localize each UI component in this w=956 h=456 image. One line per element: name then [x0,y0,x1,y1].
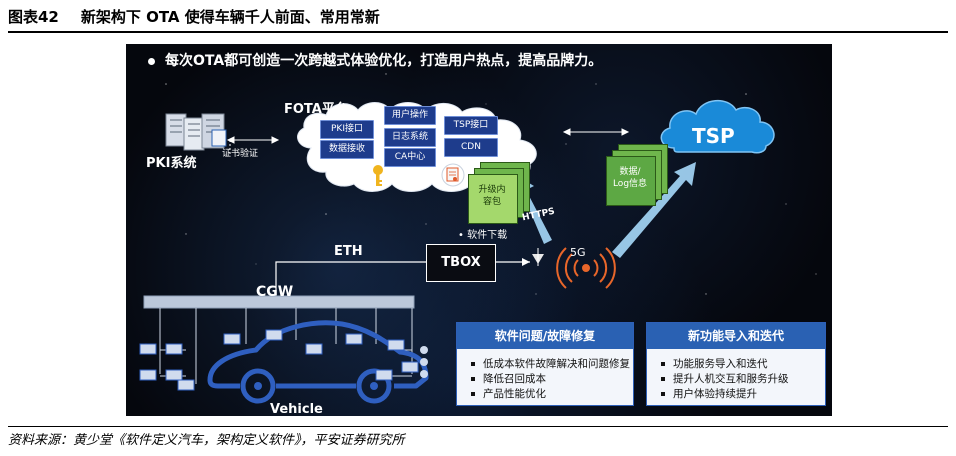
diagram-headline: 每次OTA都可创造一次跨越式体验优化，打造用户热点，提高品牌力。 [148,50,602,70]
new-feature-list: 功能服务导入和迭代 提升人机交互和服务升级 用户体验持续提升 [647,349,825,402]
bullet-icon [148,57,155,65]
module-log-system: 日志系统 [384,128,436,147]
software-fix-title: 软件问题/故障修复 [457,323,633,349]
figure-title: 图表42 新架构下 OTA 使得车辆千人前面、常用常新 [8,6,380,27]
5g-label: 5G [570,246,586,259]
software-download-label: • 软件下载 [458,230,508,241]
module-cdn: CDN [444,138,498,157]
figure-number: 图表42 [8,8,59,26]
tsp-label: TSP [692,124,735,148]
eth-label: ETH [334,244,363,259]
title-rule [8,31,948,33]
fota-tsp-link [562,128,630,136]
software-fix-box: 软件问题/故障修复 低成本软件故障解决和问题修复 降低召回成本 产品性能优化 [456,322,634,406]
software-fix-list: 低成本软件故障解决和问题修复 降低召回成本 产品性能优化 [457,349,633,402]
pki-system-label: PKI系统 [146,156,197,171]
module-data-receive: 数据接收 [320,140,374,159]
module-tsp-interface: TSP接口 [444,116,498,135]
ecu-nodes [420,346,428,378]
list-item: 提升人机交互和服务升级 [661,372,825,387]
new-feature-title: 新功能导入和迭代 [647,323,825,349]
cert-verify-label: 证书验证 [222,149,259,159]
source-rule [8,426,948,427]
uplink-arrow [612,162,696,258]
list-item: 用户体验持续提升 [661,387,825,402]
signal-waves-icon [556,247,616,289]
list-item: 低成本软件故障解决和问题修复 [471,357,633,372]
tsp-cloud [660,100,775,154]
pki-server-icon [165,113,227,151]
module-pki-interface: PKI接口 [320,120,374,139]
cgw-label: CGW [256,284,294,300]
fota-platform-label: FOTA平台 [284,102,348,117]
upgrade-package-icon: 升级内容包 [468,160,538,228]
data-log-icon: 数据/Log信息 [606,142,676,210]
data-log-label: 数据/Log信息 [612,167,648,189]
car-wheels [240,368,392,404]
key-icon [373,165,383,186]
pki-fota-link [226,136,280,156]
module-ca-center: CA中心 [384,148,436,167]
module-user-ops: 用户操作 [384,106,436,125]
list-item: 功能服务导入和迭代 [661,357,825,372]
antenna-icon [532,248,544,266]
figure-source: 资料来源：黄少堂《软件定义汽车，架构定义软件》，平安证券研究所 [8,433,405,448]
eth-line [275,261,426,296]
new-feature-box: 新功能导入和迭代 功能服务导入和迭代 提升人机交互和服务升级 用户体验持续提升 [646,322,826,406]
tbox-box: TBOX [426,244,496,282]
upgrade-package-label: 升级内容包 [478,185,506,207]
cgw-bus [143,295,415,309]
certificate-icon [441,163,465,187]
ecu-modules [139,329,419,391]
figure-caption: 新架构下 OTA 使得车辆千人前面、常用常新 [80,8,380,26]
car-silhouette [207,320,429,389]
list-item: 产品性能优化 [471,387,633,402]
vehicle-label: Vehicle [270,402,323,416]
list-item: 降低召回成本 [471,372,633,387]
ota-architecture-diagram: 每次OTA都可创造一次跨越式体验优化，打造用户热点，提高品牌力。 FOTA平台 … [126,44,832,416]
